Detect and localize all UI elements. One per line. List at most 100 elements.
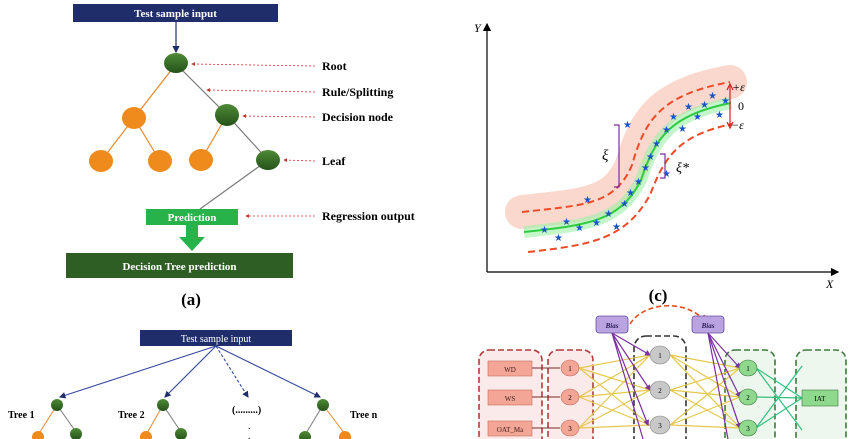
plus-epsilon-label: +ε	[732, 80, 745, 94]
data-point-star: ★	[604, 209, 613, 220]
panel-d: Bias Bias WD WS OAT_Ma 1 2 3 1 2 3 1 2	[478, 304, 847, 439]
tree-2-label: Tree 2	[118, 410, 145, 421]
data-point-star: ★	[715, 110, 724, 121]
data-point-star: ★	[693, 112, 702, 123]
input-node-label: 1	[568, 365, 572, 373]
rf-orange-node	[339, 431, 351, 439]
zero-label: 0	[738, 99, 744, 113]
rf-arrow-tree2	[164, 345, 217, 398]
bias-connections	[611, 332, 742, 439]
data-point-star: ★	[592, 218, 601, 229]
decision-node-annotation: Decision node	[322, 110, 394, 124]
input-feature-wd: WD	[504, 366, 516, 374]
rf-green-node	[175, 428, 187, 439]
data-point-star: ★	[583, 195, 592, 206]
edge-root-right	[175, 63, 228, 116]
data-point-star: ★	[540, 225, 549, 236]
hidden2-node-label: 3	[746, 425, 750, 433]
input-node	[560, 359, 580, 377]
rf-green-node	[70, 428, 82, 439]
test-sample-input-box	[73, 4, 278, 22]
input-to-hidden-connections	[578, 354, 651, 429]
root-annotation: Root	[322, 59, 347, 73]
xi-star-bracket	[660, 153, 666, 179]
rule-splitting-annotation: Rule/Splitting	[322, 85, 393, 99]
bias-arc	[629, 304, 706, 325]
minus-epsilon-label: −ε	[731, 118, 744, 132]
rf-tree2-root-node	[157, 399, 169, 411]
data-point-star: ★	[626, 188, 635, 199]
data-point-star-outlier: ★	[662, 169, 671, 180]
panel-b: Test sample input Tree 1 Tree 2 (.......…	[8, 330, 378, 439]
epsilon-arrow-head-up	[726, 82, 734, 91]
hidden1-node	[649, 380, 671, 400]
xi-bracket	[614, 124, 620, 188]
input-node-label: 2	[568, 394, 572, 402]
hidden1-node-label: 3	[658, 422, 662, 430]
data-point-star-outlier: ★	[623, 120, 632, 131]
data-point-star: ★	[562, 217, 571, 228]
hidden2-node	[738, 388, 758, 406]
hidden1-node-label: 1	[658, 352, 662, 360]
rf-arrow-dots	[215, 345, 249, 398]
data-point-star: ★	[678, 124, 687, 135]
rf-edge	[322, 404, 346, 435]
tree-1-label: Tree 1	[8, 410, 35, 421]
hidden-to-output-connections	[755, 365, 803, 431]
data-point-star: ★	[669, 112, 678, 123]
input-node-label: 3	[568, 425, 572, 433]
output-label: IAT	[815, 395, 827, 403]
leaf-node	[256, 150, 280, 170]
data-point-star: ★	[554, 233, 563, 244]
orange-node	[122, 107, 146, 129]
tree-vertical-dot: .	[248, 431, 251, 439]
data-point-star: ★	[721, 96, 730, 107]
rf-treen-root-node	[317, 399, 329, 411]
data-point-star: ★	[662, 125, 671, 136]
decision-tree-prediction-box	[66, 253, 293, 278]
panel-a: Test sample input Root Rule/Splitting De…	[66, 4, 415, 309]
rf-arrow-treen	[215, 345, 321, 398]
down-arrow-icon	[179, 225, 205, 251]
rf-tree1-root-node	[51, 399, 63, 411]
data-point-star: ★	[652, 139, 661, 150]
prediction-label: Prediction	[168, 212, 217, 224]
panel-c: Y X ★ ★ ★ ★ ★ ★ ★ ★ ★ ★ ★ ★ ★ ★ ★ ★ ★	[474, 21, 840, 305]
upper-epsilon-boundary	[521, 81, 731, 213]
data-point-star: ★	[620, 199, 629, 210]
xi-star-label: ξ*	[676, 161, 689, 176]
hidden1-node	[649, 415, 671, 435]
caption-a: (a)	[181, 290, 201, 309]
bias-box-2	[691, 315, 725, 334]
bias-label-2: Bias	[701, 322, 715, 330]
rf-green-node	[299, 431, 311, 439]
lower-epsilon-boundary	[527, 123, 733, 253]
rule-pointer	[206, 88, 316, 93]
epsilon-arrow-head-down	[726, 121, 734, 130]
edge-root-left	[133, 63, 177, 119]
tree-vertical-dot: .	[248, 421, 251, 432]
hidden2-node-label: 2	[746, 394, 750, 402]
input-node	[560, 388, 580, 406]
hidden2-node	[738, 359, 758, 377]
caption-c: (c)	[649, 286, 668, 305]
xi-label: ξ	[602, 148, 609, 164]
rf-test-sample-input-label: Test sample input	[181, 334, 252, 345]
root-node	[164, 53, 188, 73]
x-axis-label: X	[825, 277, 834, 291]
decision-node-pointer	[242, 114, 316, 119]
bias-box-1	[595, 315, 629, 334]
hidden-to-hidden-connections	[669, 354, 741, 429]
orange-leaf-node	[148, 150, 172, 172]
root-pointer	[191, 62, 316, 67]
regression-output-annotation: Regression output	[322, 209, 415, 223]
data-point-star: ★	[684, 102, 693, 113]
regression-line	[523, 102, 732, 233]
hidden1-node	[649, 345, 671, 365]
input-feature-oat-ma: OAT_Ma	[497, 426, 524, 434]
output-box	[801, 389, 839, 407]
data-point-star: ★	[575, 223, 584, 234]
rf-arrow-tree1	[58, 345, 217, 399]
prediction-box	[146, 209, 238, 225]
data-point-star: ★	[612, 222, 621, 233]
